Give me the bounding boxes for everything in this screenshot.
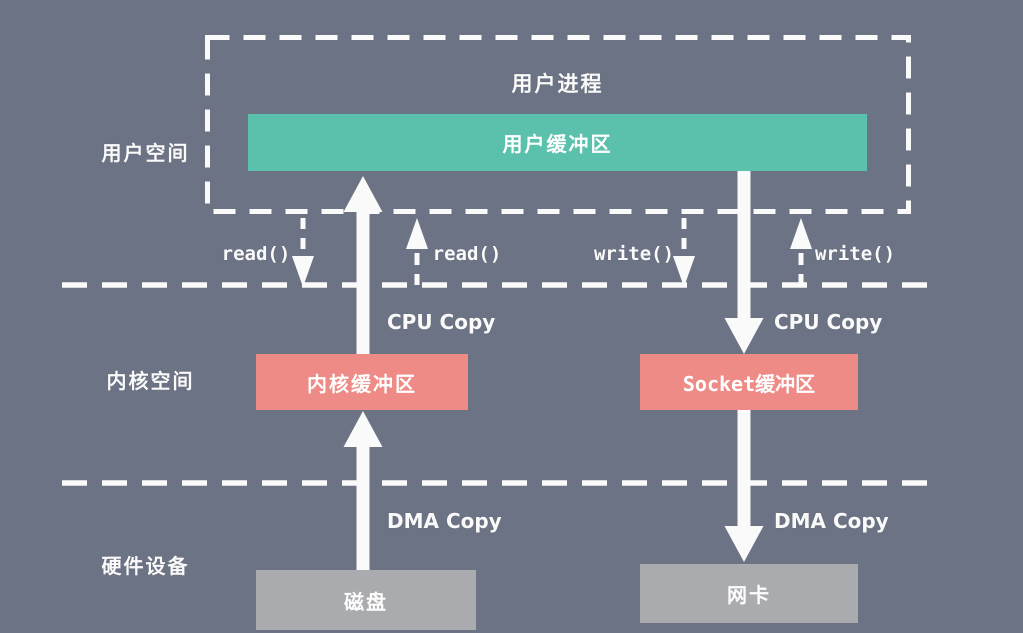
cpu-copy-write-arrow bbox=[724, 170, 764, 354]
user-process-title: 用户进程 bbox=[511, 72, 604, 96]
socket-buffer-label: Socket缓冲区 bbox=[682, 371, 816, 396]
region-label-hardware: 硬件设备 bbox=[101, 554, 190, 578]
user-buffer-box: 用户缓冲区 bbox=[248, 114, 867, 171]
disk-box: 磁盘 bbox=[256, 570, 476, 630]
kernel-buffer-box: 内核缓冲区 bbox=[256, 354, 468, 410]
nic-label: 网卡 bbox=[727, 583, 771, 607]
dma-copy-write-arrow bbox=[724, 409, 764, 562]
cpu-copy-write-label: CPU Copy bbox=[774, 310, 883, 334]
dma-copy-read-arrow bbox=[343, 411, 383, 572]
cpu-copy-read-label: CPU Copy bbox=[387, 310, 496, 334]
write-return-label: write() bbox=[814, 243, 896, 265]
disk-label: 磁盘 bbox=[344, 589, 388, 614]
dma-copy-read-label: DMA Copy bbox=[387, 509, 502, 533]
region-label-kernel-space: 内核空间 bbox=[106, 369, 195, 393]
read-return-label: read() bbox=[432, 243, 502, 265]
region-label-user-space: 用户空间 bbox=[101, 141, 190, 165]
socket-buffer-box: Socket缓冲区 bbox=[640, 354, 858, 410]
kernel-buffer-label: 内核缓冲区 bbox=[307, 371, 417, 396]
nic-box: 网卡 bbox=[640, 564, 858, 623]
dma-copy-write-label: DMA Copy bbox=[774, 509, 889, 533]
read-call-label: read() bbox=[221, 243, 291, 265]
cpu-copy-read-arrow bbox=[343, 176, 383, 356]
user-buffer-label: 用户缓冲区 bbox=[502, 132, 613, 156]
write-call-label: write() bbox=[593, 243, 675, 265]
